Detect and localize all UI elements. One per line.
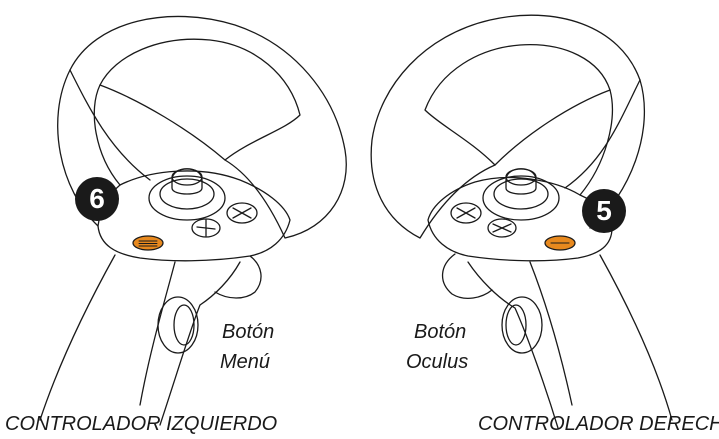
right-grip-back (468, 262, 558, 428)
right-trigger (443, 254, 492, 298)
left-button-label-line2: Menú (220, 352, 270, 372)
left-button-y-mark (233, 208, 251, 218)
left-number-badge: 6 (75, 177, 119, 221)
right-button-label-line1: Botón (414, 322, 466, 342)
left-menu-button (133, 236, 163, 250)
left-controller (40, 16, 346, 425)
right-ring-rim (495, 90, 610, 165)
right-button-b-mark (457, 208, 475, 218)
right-ring-inner (565, 80, 640, 188)
left-ring-rim (100, 85, 225, 160)
left-controller-caption: CONTROLADOR IZQUIERDO (5, 414, 277, 434)
left-side-grip-button-inner (174, 305, 194, 345)
right-thumbstick (506, 169, 536, 194)
left-button-x-mark (197, 220, 215, 236)
right-button-label-line2: Oculus (406, 352, 468, 372)
left-trigger (215, 256, 261, 298)
left-side-grip-button (158, 297, 198, 353)
left-ring-inner (70, 70, 150, 180)
right-grip (600, 255, 672, 420)
right-number-badge: 5 (582, 189, 626, 233)
left-button-label-line1: Botón (222, 322, 274, 342)
left-thumbstick (172, 169, 202, 194)
right-button-a-mark (493, 224, 511, 232)
left-grip-mid (140, 262, 175, 405)
right-controller-caption: CONTROLADOR DERECHO (478, 414, 719, 434)
left-grip-back (160, 262, 240, 425)
right-grip-mid (530, 262, 572, 405)
left-grip (40, 255, 115, 420)
